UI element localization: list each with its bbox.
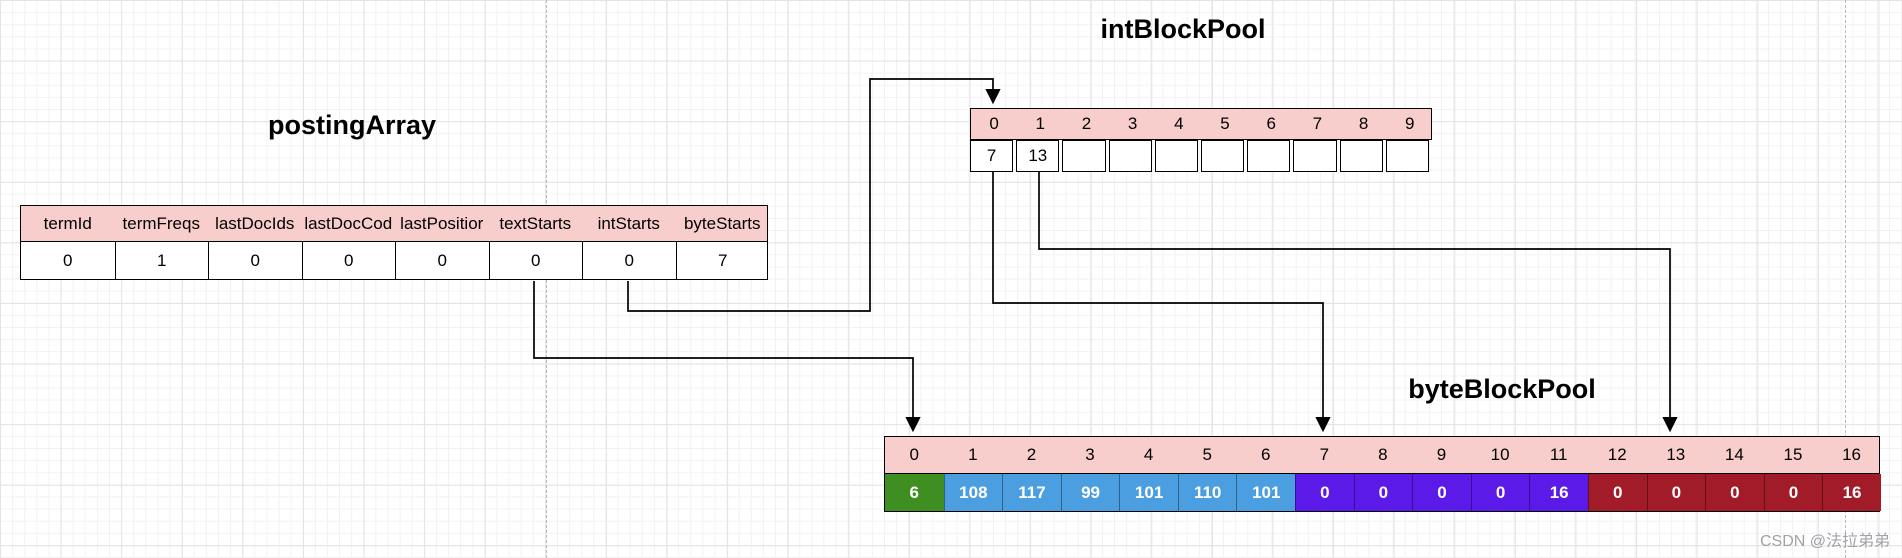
int-block-pool-index-cell: 7: [1312, 114, 1323, 133]
byte-block-pool-index-cell: 7: [1319, 445, 1330, 464]
int-block-pool-index-cell: 8: [1358, 114, 1369, 133]
int-block-pool-value-cell: 7: [970, 140, 1014, 172]
byte-block-pool-index-cell: 1: [968, 445, 978, 464]
int-block-pool-index-cell: 0: [989, 114, 999, 133]
byte-block-pool-index-cell: 8: [1378, 445, 1388, 464]
byte-block-pool-index-cell: 13: [1666, 445, 1686, 464]
byte-block-pool-value-cell: 16: [1822, 474, 1881, 511]
page-divider-dashed-line-right: [1845, 0, 1846, 558]
byte-block-pool-index-cell: 6: [1261, 445, 1271, 464]
posting-array-value-cell: 1: [114, 242, 209, 279]
byte-block-pool-value-cell: 108: [943, 474, 1003, 511]
byte-block-pool-value-cell: 101: [1119, 474, 1178, 511]
int-block-pool-value-cell: [1247, 140, 1291, 172]
posting-array-header-cell: lastPositior: [400, 213, 484, 233]
byte-block-pool-value-cell: 0: [1763, 474, 1823, 511]
arrow-textstarts-to-byteblockpool-0: [533, 281, 921, 433]
byte-block-pool-value-cell: 6: [885, 474, 944, 511]
int-block-pool-index-cell: 4: [1174, 114, 1184, 133]
byte-block-pool-value-cell: 110: [1177, 474, 1237, 511]
byte-block-pool-title: byteBlockPool: [1408, 374, 1596, 404]
byte-block-pool-index-cell: 11: [1549, 445, 1568, 464]
int-block-pool-value-cell: [1385, 140, 1429, 172]
byte-block-pool-value-cell: 99: [1060, 474, 1120, 511]
int-block-pool-title: intBlockPool: [1100, 14, 1266, 44]
int-block-pool-value-cell: [1339, 140, 1383, 172]
byte-block-pool-value-cell: 0: [1646, 474, 1706, 511]
posting-array-value-cell: 0: [395, 242, 489, 279]
posting-array-header-cell: termFreqs: [122, 213, 200, 233]
posting-array-header-row: termId termFreqs lastDocIds lastDocCod lastP…: [20, 205, 768, 242]
int-block-pool-index-cell: 2: [1081, 114, 1092, 133]
posting-array-header-cell: textStarts: [499, 213, 572, 233]
int-block-pool-index-cell: 9: [1405, 114, 1415, 133]
posting-array-table: termId termFreqs lastDocIds lastDocCod lastP…: [20, 205, 768, 280]
posting-array-value-cell: 0: [488, 242, 583, 279]
watermark: CSDN @法拉弟弟: [1759, 533, 1890, 550]
byte-block-pool-index-cell: 0: [909, 445, 920, 464]
byte-block-pool-value-cell: 16: [1529, 474, 1588, 511]
byte-block-pool-value-cell: 0: [1412, 474, 1471, 511]
int-block-pool-index-cell: 5: [1220, 114, 1230, 133]
byte-block-pool-value-cell: 117: [1002, 474, 1061, 511]
arrow-intblockpool-7-to-byteblockpool-7: [992, 172, 1331, 433]
byte-block-pool-index-cell: 10: [1490, 445, 1510, 464]
posting-array-header-cell: intStarts: [597, 213, 660, 233]
byte-block-pool-index-cell: 14: [1724, 445, 1744, 464]
byte-block-pool-value-cell: 0: [1295, 474, 1354, 511]
posting-array-value-cell: 0: [208, 242, 302, 279]
posting-array-value-cell: 7: [675, 242, 770, 279]
int-block-pool-value-cell: 13: [1016, 140, 1060, 172]
byte-block-pool-value-cell: 0: [1587, 474, 1647, 511]
int-block-pool-value-cell: [1293, 140, 1337, 172]
int-block-pool-index-cell: 1: [1035, 114, 1046, 133]
posting-array-header-cell: lastDocCod: [304, 213, 393, 233]
byte-block-pool-index-cell: 3: [1085, 445, 1095, 464]
byte-block-pool-value-cell: 101: [1236, 474, 1296, 511]
posting-array-value-cell: 0: [301, 242, 396, 279]
posting-array-header-cell: byteStarts: [683, 213, 761, 233]
int-block-pool-index-cell: 6: [1266, 114, 1276, 133]
int-block-pool-value-cell: [1200, 140, 1245, 172]
byte-block-pool-index-cell: 2: [1026, 445, 1037, 464]
byte-block-pool-value-cell: 0: [1353, 474, 1413, 511]
int-block-pool-index-cell: 3: [1127, 114, 1138, 133]
posting-array-header-cell: lastDocIds: [215, 213, 295, 233]
int-block-pool-value-cell: [1062, 140, 1106, 172]
posting-array-value-cell: 0: [63, 250, 73, 270]
byte-block-pool-index-cell: 5: [1202, 445, 1212, 464]
byte-block-pool-value-cell: 0: [1705, 474, 1764, 511]
int-block-pool-value-cell: [1108, 140, 1152, 172]
posting-array-header-cell: termId: [43, 213, 92, 233]
posting-array-title: postingArray: [267, 110, 437, 140]
posting-array-value-cell: 0: [582, 242, 676, 279]
byte-block-pool-index-cell: 4: [1143, 445, 1154, 464]
byte-block-pool-value-cell: 0: [1470, 474, 1530, 511]
byte-block-pool-index-cell: 9: [1436, 445, 1447, 464]
byte-block-pool-index-cell: 12: [1607, 445, 1627, 464]
int-block-pool-value-cell: [1154, 140, 1198, 172]
int-block-pool-index-row: 0 1 2 3 4 5 6 7 8 9: [970, 108, 1432, 140]
byte-block-pool-index-cell: 16: [1842, 445, 1861, 464]
byte-block-pool-index-cell: 15: [1783, 445, 1803, 464]
